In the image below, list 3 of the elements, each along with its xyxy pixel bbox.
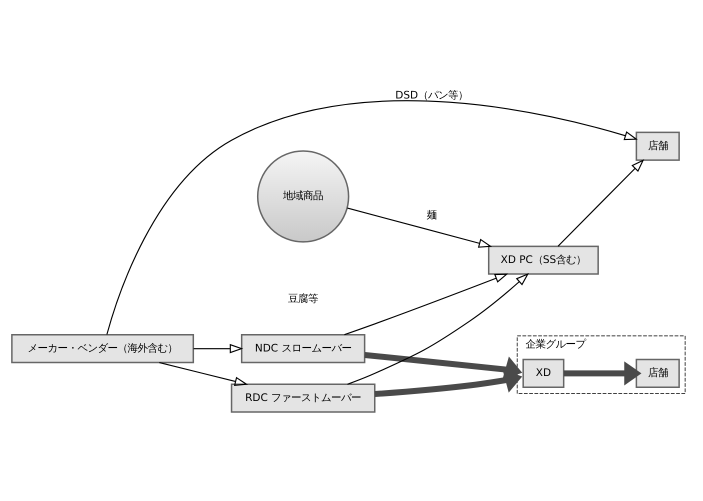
- label: 豆腐等: [288, 292, 318, 304]
- edge-label: DSD（パン等）: [395, 88, 468, 101]
- edge-label: 麺: [426, 208, 437, 221]
